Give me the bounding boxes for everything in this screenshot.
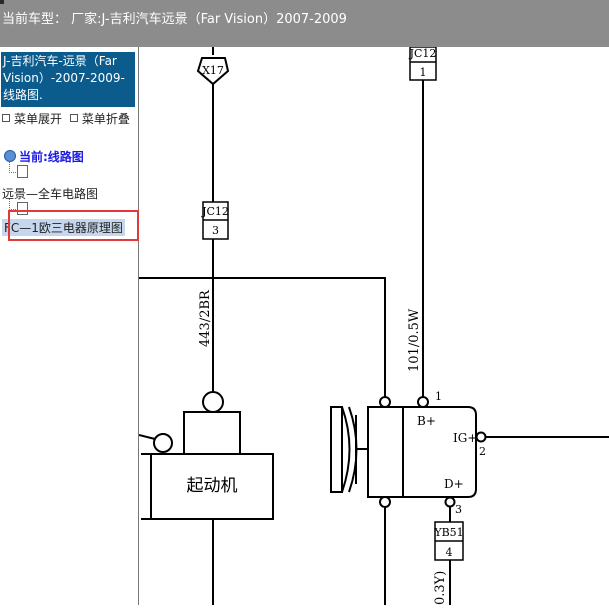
jc12-top-pin: 1 xyxy=(420,66,427,79)
expand-icon xyxy=(2,114,10,122)
tree-connector xyxy=(9,199,18,210)
jc12-mid-name: JC12 xyxy=(201,205,229,218)
corner-mark xyxy=(0,0,4,4)
b-plus-label: B+ xyxy=(417,414,436,428)
vehicle-title: 当前车型： 厂家:J-吉利汽车远景（Far Vision）2007-2009 xyxy=(2,12,347,27)
alternator: 1 B+ IG+ D+ 2 3 xyxy=(330,390,609,605)
wiring-diagram[interactable]: X17 JC12 3 443/2BR 起动机 xyxy=(138,46,609,605)
jc12-top-name: JC12 xyxy=(409,47,437,60)
starter-label: 起动机 xyxy=(187,476,238,496)
globe-icon xyxy=(4,150,16,162)
pin1-label: 1 xyxy=(435,390,442,403)
wire-alt-label: 101/0.5W xyxy=(407,308,422,372)
document-icon xyxy=(17,202,28,215)
connector-jc12-pin3: JC12 3 xyxy=(201,201,229,240)
pin3-label: 3 xyxy=(455,503,462,516)
wire-bottom-label: 0.3Y) xyxy=(433,571,448,605)
title-bar: 当前车型： 厂家:J-吉利汽车远景（Far Vision）2007-2009 xyxy=(0,0,609,47)
starter-motor: 起动机 xyxy=(138,391,274,605)
wire-horizontal xyxy=(139,277,386,397)
connector-jc12-pin1: JC12 1 xyxy=(409,46,437,81)
ig-plus-label: IG+ xyxy=(453,431,477,445)
sidebar-menu: 菜单展开 菜单折叠 xyxy=(2,110,134,127)
menu-collapse[interactable]: 菜单折叠 xyxy=(69,110,130,127)
tree-item-fc-schematic[interactable]: FC—1欧三电器原理图 xyxy=(2,219,125,236)
connector-x17: X17 xyxy=(196,47,230,86)
wire-starter-label: 443/2BR xyxy=(198,289,213,347)
pin2-label: 2 xyxy=(479,445,486,458)
yb51-name: YB51 xyxy=(433,526,463,539)
tree-root[interactable]: 当前:线路图 xyxy=(4,148,84,165)
sidebar: J-吉利汽车-远景（Far Vision）-2007-2009- 线路图. 菜单… xyxy=(0,47,139,605)
jc12-mid-pin: 3 xyxy=(212,224,219,237)
x17-label: X17 xyxy=(202,64,224,77)
connector-yb51: YB51 4 xyxy=(433,521,464,561)
yb51-pin: 4 xyxy=(446,546,453,559)
menu-expand[interactable]: 菜单展开 xyxy=(2,110,62,127)
tree-item-full-vehicle[interactable]: 远景—全车电路图 xyxy=(2,187,99,201)
tree-connector xyxy=(9,162,18,173)
highlight-box xyxy=(8,210,139,241)
collapse-icon xyxy=(69,114,78,122)
document-icon xyxy=(17,165,28,178)
sidebar-heading: J-吉利汽车-远景（Far Vision）-2007-2009- 线路图. xyxy=(1,52,135,107)
d-plus-label: D+ xyxy=(444,477,464,491)
